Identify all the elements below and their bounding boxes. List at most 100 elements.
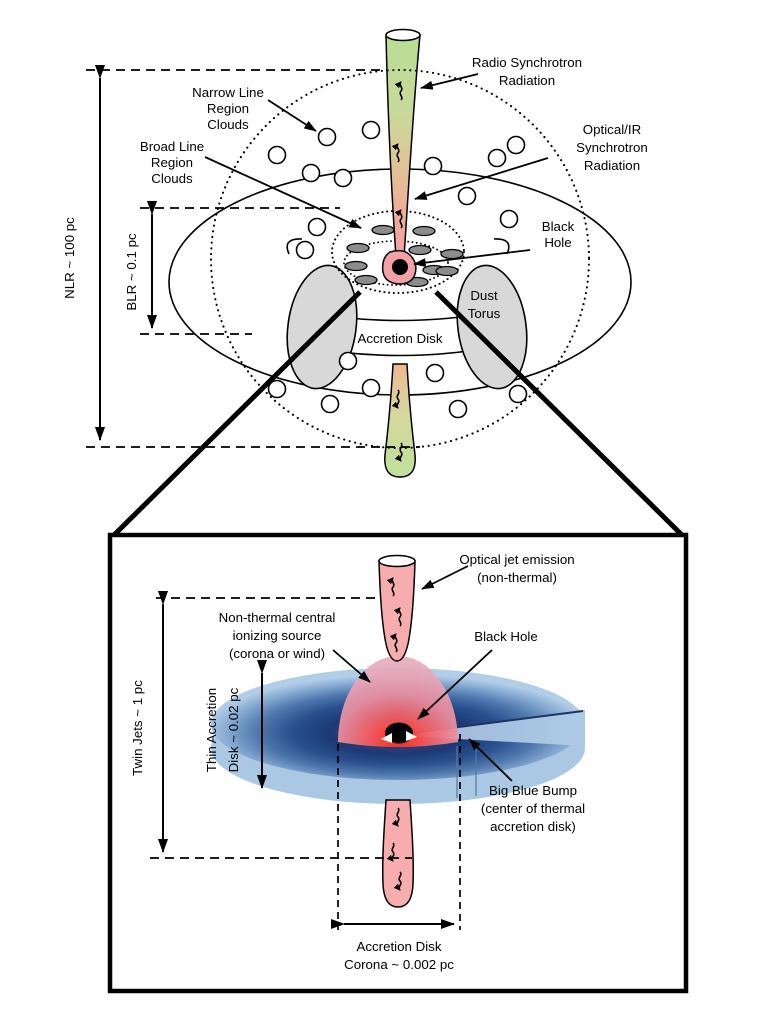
thin-disk-scale-label-1: Thin Accretion [204,688,219,772]
accretion-disk-label: Accretion Disk [358,331,443,346]
top-labels: Narrow Line Region Clouds Broad Line Reg… [140,55,648,346]
broad-line-label-3: Clouds [151,171,193,186]
blr-cloud [408,244,432,256]
blr-cloud [346,242,370,254]
bottom-jet [384,363,416,478]
optical-jet-top [378,554,416,662]
nlr-cloud [487,148,507,168]
nlr-cloud [295,240,315,260]
big-blue-bump-label-3: accretion disk) [490,819,576,834]
blr-dotted-ellipse-outer [331,210,465,294]
nonthermal-source-label-3: (corona or wind) [229,646,325,661]
optical-jet-label-2: (non-thermal) [477,570,557,585]
nlr-cloud [267,379,287,399]
nonthermal-source-arrow [332,649,371,683]
nlr-cloud [361,120,381,140]
nonthermal-source-label-2: ionizing source [233,628,322,643]
nlr-scale-label: NLR ~ 100 pc [62,217,77,299]
inset-black-hole-arrow [417,649,493,720]
thin-disk-scale-label-2: Disk ~ 0.02 pc [226,687,241,772]
big-blue-bump-label-1: Big Blue Bump [489,783,577,798]
nlr-cloud [499,209,519,229]
blr-scale-label: BLR ~ 0.1 pc [124,233,139,311]
optical-ir-arrow [414,157,549,200]
corona-scale-label-2: Corona ~ 0.002 pc [344,957,454,972]
radio-synchrotron-label-2: Radiation [499,73,555,88]
blr-cloud [354,274,378,286]
torus-curl-left [286,238,303,255]
nlr-cloud [338,351,358,371]
blr-clouds [344,224,464,288]
twin-jets-scale-label: Twin Jets ~ 1 pc [130,680,145,776]
nlr-clouds [267,120,528,419]
nlr-scale-group: NLR ~ 100 pc [62,65,388,441]
dust-torus-right [456,264,528,390]
big-blue-bump-label-2: (center of thermal [481,801,585,816]
inset-black-hole-label: Black Hole [474,629,538,644]
blr-cloud [440,248,464,260]
blr-cloud [435,265,459,277]
nlr-cloud [320,394,340,414]
black-hole-arrow [413,249,531,268]
optical-ir-label-3: Radiation [584,158,640,173]
black-hole-notch-right [406,731,417,741]
black-hole-dot [392,259,408,275]
blr-cloud [412,225,436,237]
top-jet-opening [385,28,421,42]
bottom-jet-cone [384,363,416,478]
nlr-cloud [448,399,468,419]
inset-panel: Optical jet emission (non-thermal) Non-t… [107,532,689,994]
nlr-cloud [425,363,445,383]
nonthermal-source-label-1: Non-thermal central [219,610,336,625]
top-annotation-arrows [204,73,549,268]
nlr-cloud [317,127,337,147]
broad-line-label-2: Region [151,155,193,170]
optical-jet-tube [378,560,416,662]
optical-ir-label-2: Synchrotron [576,140,648,155]
thermal-accretion-disk [211,656,585,804]
inset-annotation-arrows [332,565,513,782]
inset-labels: Optical jet emission (non-thermal) Non-t… [130,552,585,972]
nlr-cloud [307,217,327,237]
broad-line-arrow [204,156,362,229]
nlr-cloud [457,186,477,206]
optical-jet-label-1: Optical jet emission [459,552,574,567]
big-blue-bump-arrow [468,738,513,782]
dust-torus-label-2: Torus [468,306,501,321]
bottom-jet-tube [381,799,415,908]
top-jet [385,28,421,258]
corona-scale-label-1: Accretion Disk [357,939,442,954]
optical-jet-opening [378,554,416,568]
nlr-cloud [267,145,287,165]
black-hole-label-1: Black [542,219,575,234]
optical-ir-label-1: Optical/IR [583,122,641,137]
optical-jet-bottom [381,799,415,908]
radio-synchrotron-arrow [420,73,479,90]
zoom-connector-lines [110,290,686,539]
blr-cloud [344,260,368,272]
black-hole-label-2: Hole [544,235,571,250]
torus-curl-right [493,238,510,255]
nlr-cloud [333,168,353,188]
blr-scale-group: BLR ~ 0.1 pc [124,201,340,335]
top-panel: NLR ~ 100 pc BLR ~ 0.1 pc [62,28,648,478]
zoom-line-right [434,290,686,539]
narrow-line-label-3: Clouds [207,117,249,132]
radio-synchrotron-label-1: Radio Synchrotron [472,55,582,70]
black-hole-notch-left [381,733,392,743]
optical-jet-arrow [421,565,469,590]
broad-line-label-1: Broad Line [140,139,204,154]
nlr-cloud [301,163,321,183]
narrow-line-arrow [267,99,317,132]
blr-cloud [371,224,395,236]
nlr-cloud [508,384,528,404]
nlr-cloud [361,378,381,398]
nlr-dotted-circle [209,68,591,450]
zoom-line-left [110,290,362,539]
narrow-line-label-1: Narrow Line [192,85,264,100]
nlr-cloud [423,156,443,176]
narrow-line-label-2: Region [207,101,249,116]
nlr-cloud [506,135,526,155]
